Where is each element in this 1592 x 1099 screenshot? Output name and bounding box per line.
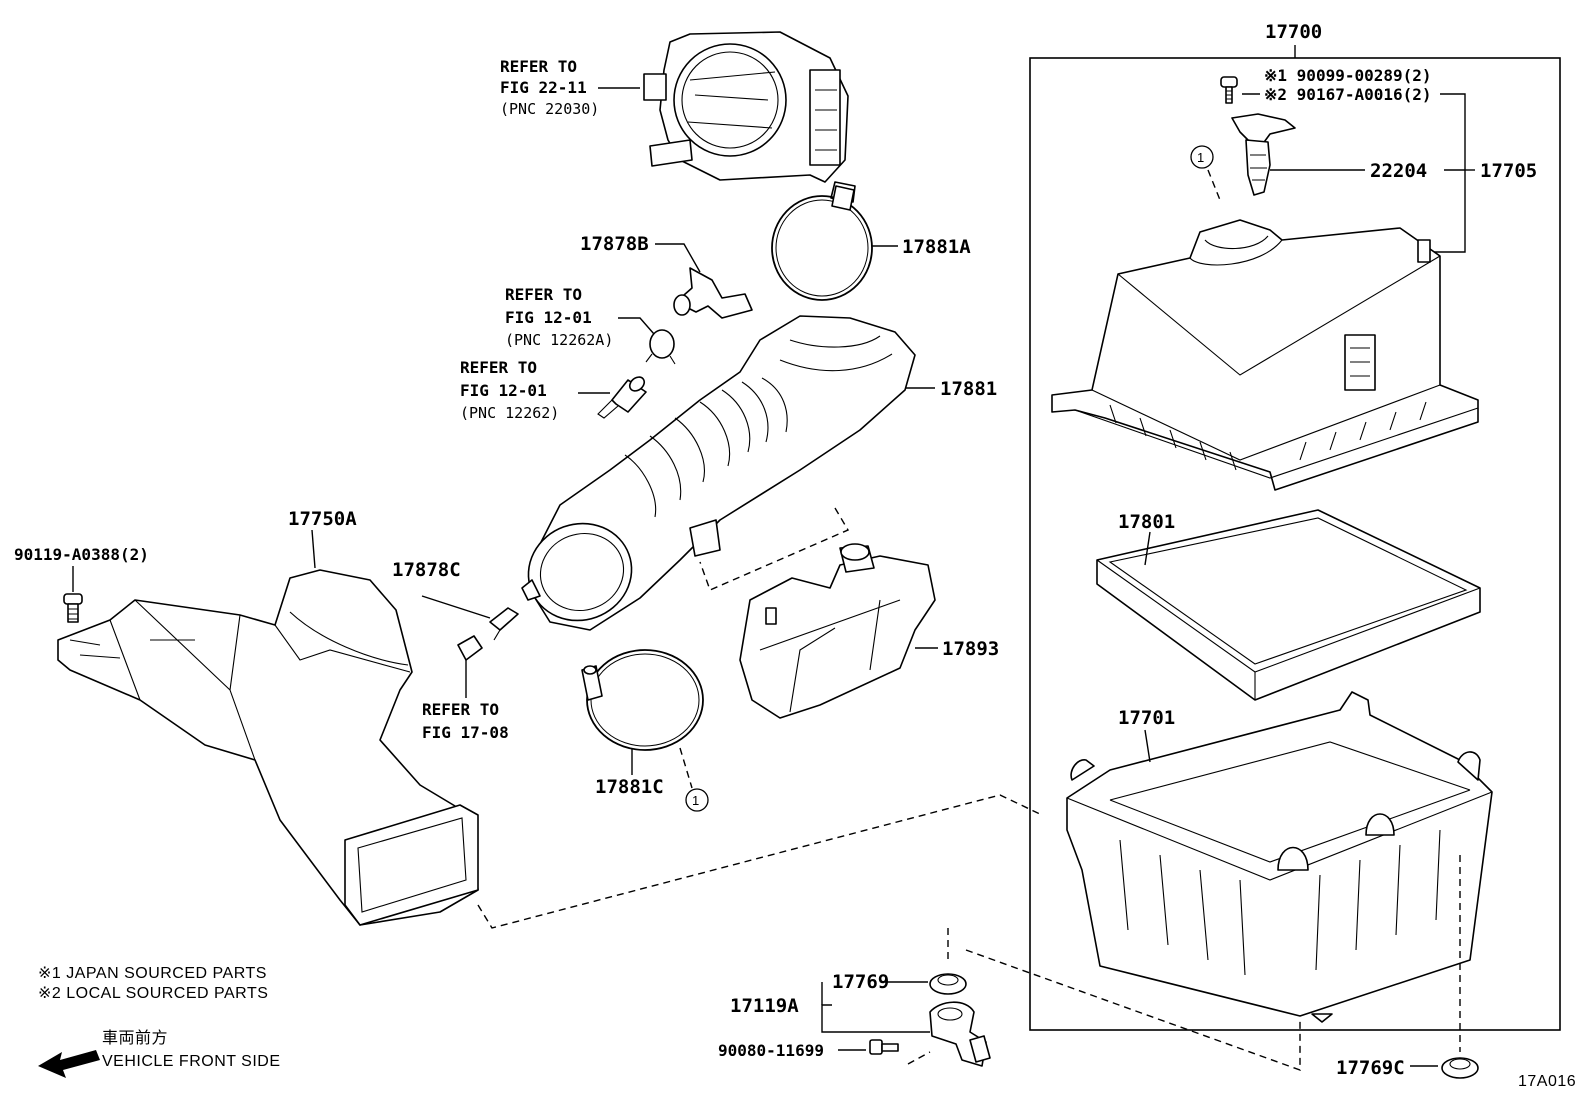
note-2: ※2 LOCAL SOURCED PARTS (38, 985, 268, 1002)
svg-text:1: 1 (692, 793, 699, 808)
direction-en: VEHICLE FRONT SIDE (102, 1053, 281, 1070)
part-17881: 17881 (940, 378, 997, 400)
part-17769C: 17769C (1336, 1057, 1405, 1079)
part-17878C: 17878C (392, 559, 461, 581)
air-filter-element (1096, 509, 1481, 701)
part-90080: 90080-11699 (718, 1041, 824, 1060)
part-90119: 90119-A0388(2) (14, 545, 149, 564)
grommet-17769 (929, 973, 967, 995)
part-17769: 17769 (832, 971, 889, 993)
bolt-label-1: ※1 90099-00289(2) (1264, 66, 1432, 85)
ref-12262-l1: REFER TO (460, 358, 537, 377)
air-inlet-duct-17750A (57, 569, 479, 926)
part-17701: 17701 (1118, 707, 1175, 729)
connector-17878C (489, 607, 519, 641)
ref-1708-l1: REFER TO (422, 700, 499, 719)
part-17893: 17893 (942, 638, 999, 660)
assembly-number: 17700 (1265, 21, 1322, 43)
bolt-90099 (1220, 76, 1238, 104)
part-17881A: 17881A (902, 236, 971, 258)
grommet-17769C (1441, 1057, 1479, 1079)
part-22204: 22204 (1370, 160, 1427, 182)
ref-12262-l3: (PNC 12262) (460, 404, 559, 422)
hose-clamp-17881A (771, 185, 873, 301)
bolt-90119 (63, 593, 83, 623)
air-cleaner-case (1066, 691, 1493, 1023)
hose-17878C-ref (457, 635, 483, 661)
throttle-body (643, 31, 856, 203)
front-direction-arrow-icon (38, 1050, 100, 1078)
air-cleaner-cap (1051, 219, 1479, 491)
ref-throttle-l3: (PNC 22030) (500, 100, 599, 118)
hose-clamp-17881C (581, 649, 704, 751)
plug-12262A (645, 329, 676, 365)
connector-17878B (673, 267, 753, 319)
bolt-label-2: ※2 90167-A0016(2) (1264, 85, 1432, 104)
bracket-17119A (929, 1001, 991, 1067)
svg-text:1: 1 (1197, 150, 1204, 165)
hose-12262 (597, 376, 647, 419)
ref-throttle-l2: FIG 22-11 (500, 78, 587, 97)
part-17750A: 17750A (288, 508, 357, 530)
bolt-90080 (869, 1039, 899, 1055)
ref-1708-l2: FIG 17-08 (422, 723, 509, 742)
ref-12262A-l1: REFER TO (505, 285, 582, 304)
note-1: ※1 JAPAN SOURCED PARTS (38, 965, 267, 982)
direction-jp: 車両前方 (102, 1029, 168, 1047)
ref-throttle-l1: REFER TO (500, 57, 577, 76)
clip-22204 (1231, 113, 1296, 196)
resonator-17893 (739, 543, 936, 719)
part-17801: 17801 (1118, 511, 1175, 533)
part-17878B: 17878B (580, 233, 649, 255)
part-17881C: 17881C (595, 776, 664, 798)
part-17705: 17705 (1480, 160, 1537, 182)
ref-12262A-l3: (PNC 12262A) (505, 331, 613, 349)
ref-12262-l2: FIG 12-01 (460, 381, 547, 400)
part-17119A: 17119A (730, 995, 799, 1017)
figure-code: 17A016 (1518, 1073, 1576, 1090)
intake-hose-17881 (521, 315, 916, 631)
ref-12262A-l2: FIG 12-01 (505, 308, 592, 327)
